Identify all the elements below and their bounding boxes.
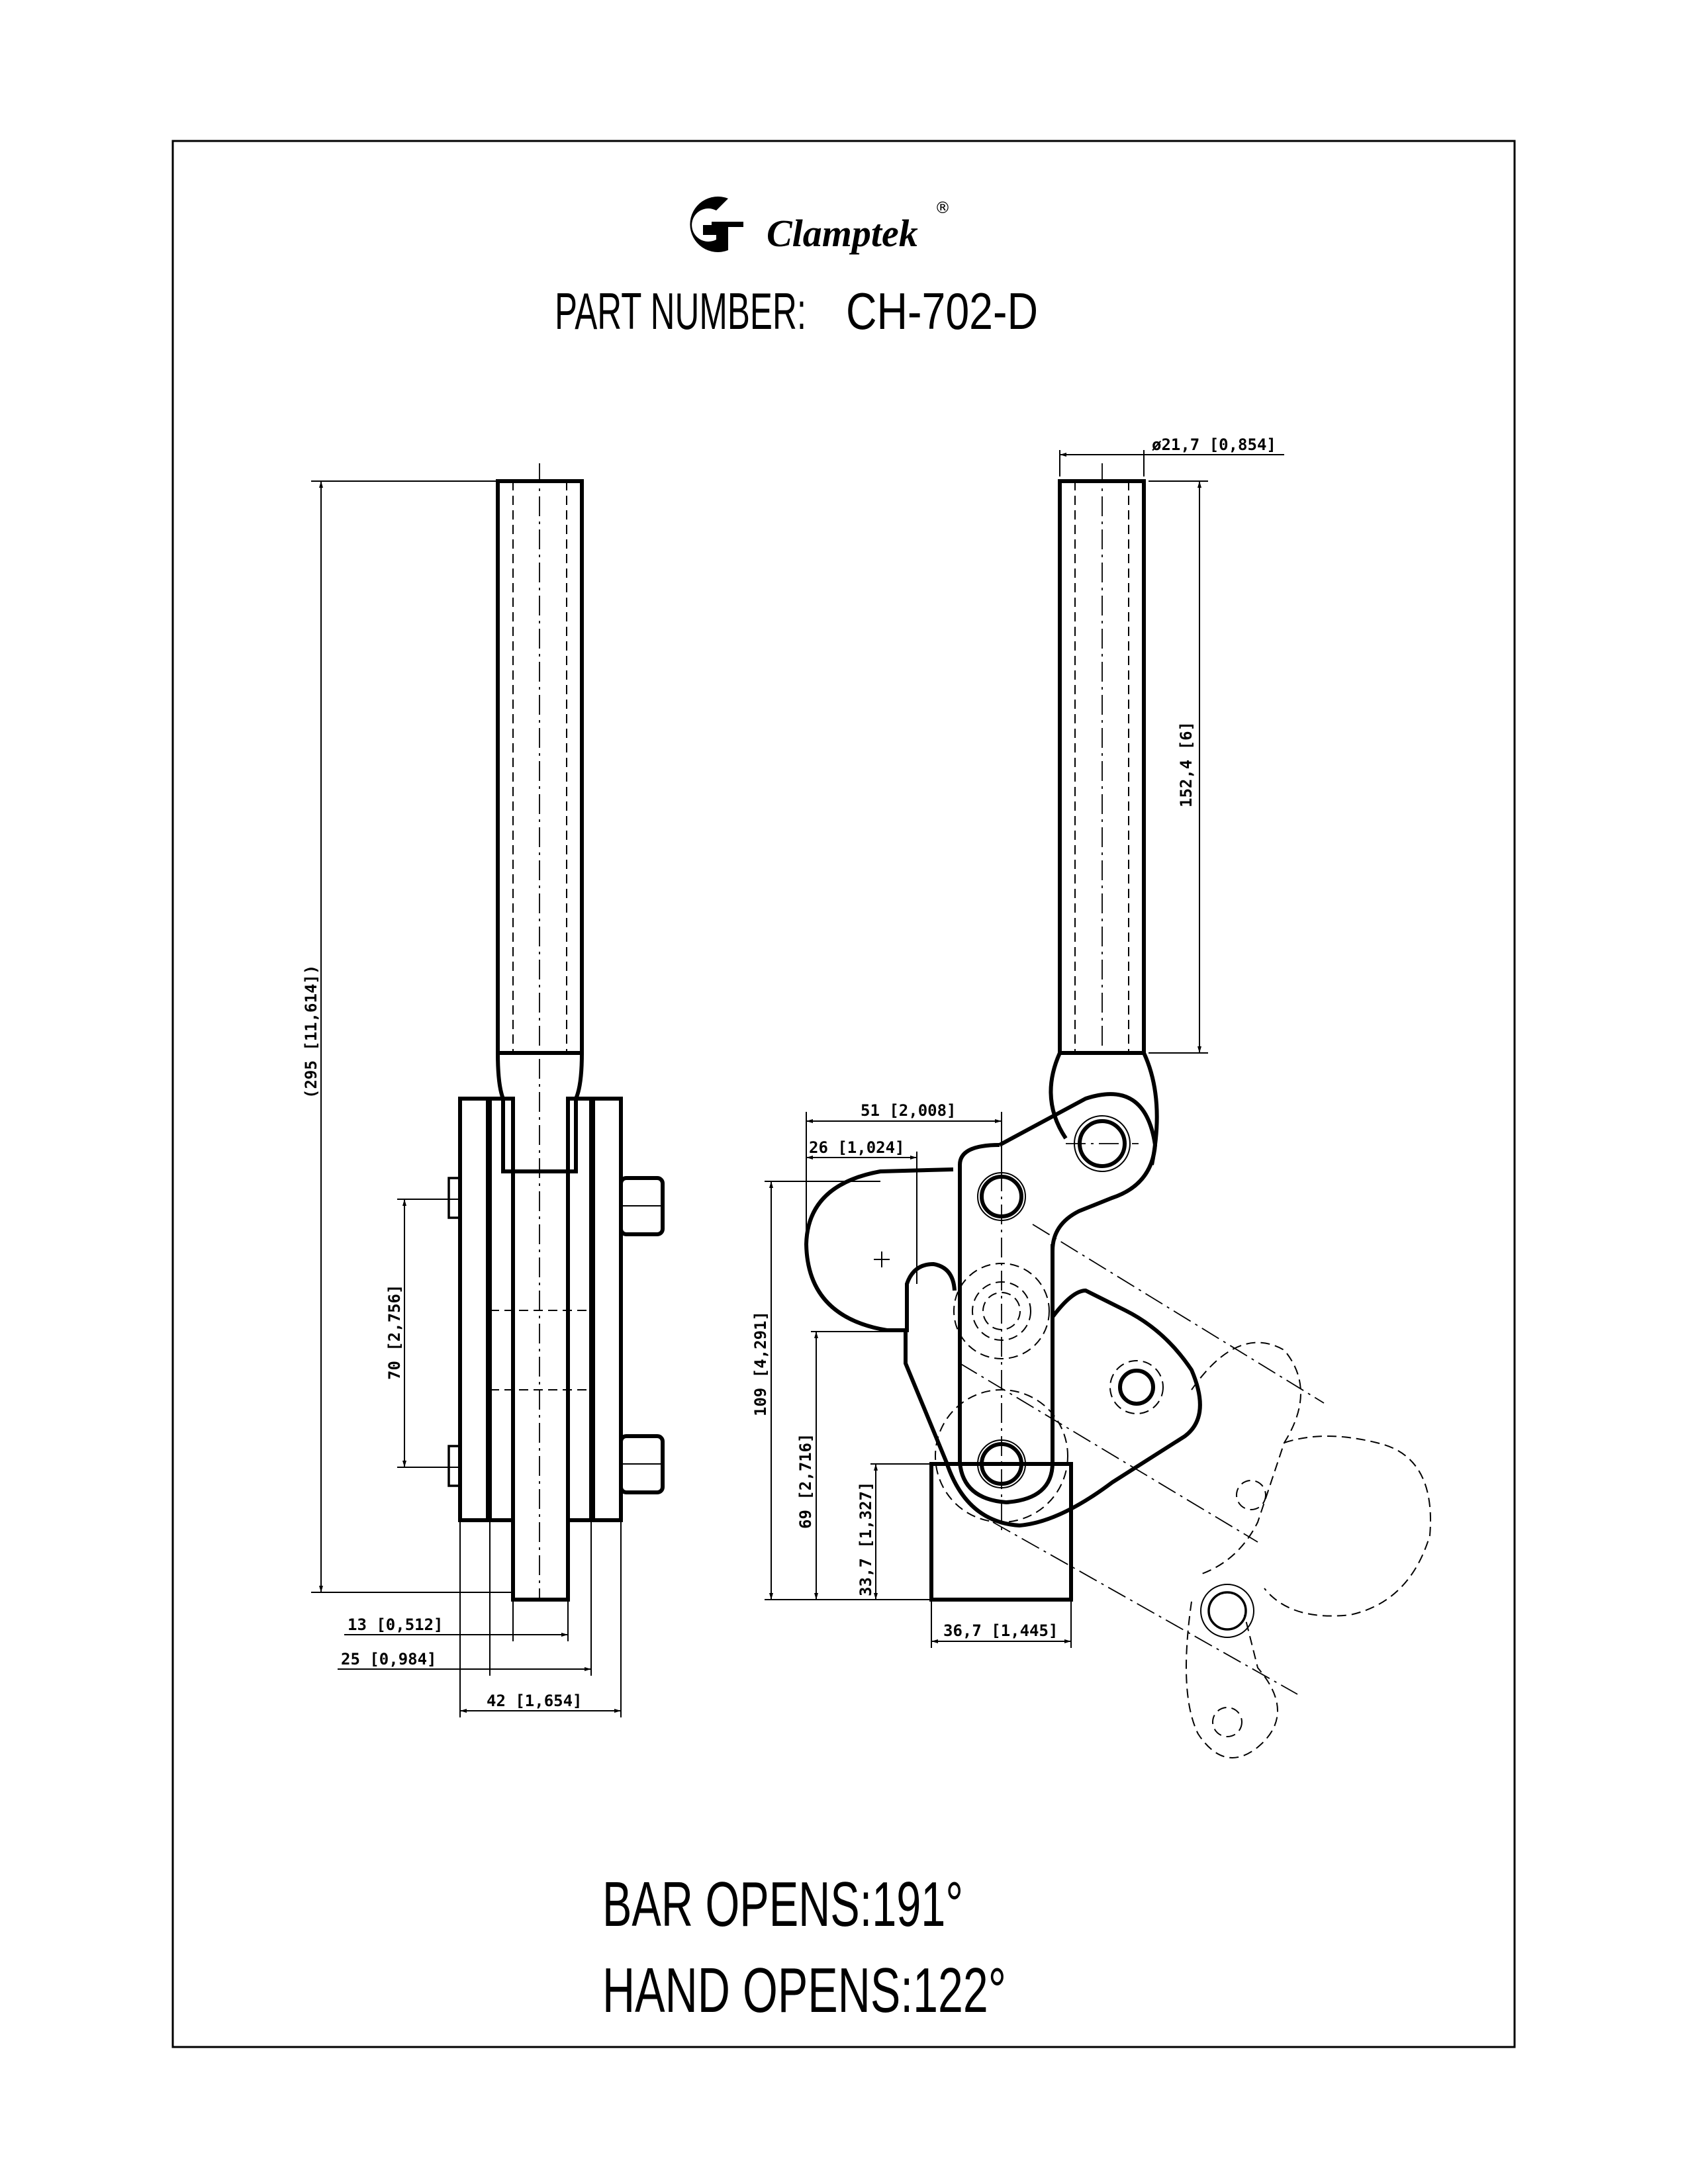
height-33-dim: 33,7 [1,327]	[857, 1482, 875, 1596]
height-109-dim: 109 [4,291]	[751, 1311, 770, 1416]
bar-opens-note: BAR OPENS:191°	[602, 1869, 963, 1940]
part-number-label: PART NUMBER:	[555, 282, 806, 340]
sheet-border	[171, 140, 1516, 2048]
width-13-dim: 13 [0,512]	[348, 1615, 444, 1634]
clamp-arm	[804, 1167, 957, 1332]
reach-26-dim: 26 [1,024]	[809, 1138, 905, 1157]
handle-length-dim: 152,4 [6]	[1177, 721, 1196, 807]
side-dimensions: ø21,7 [0,854] 152,4 [6] 51 [2,008] 26 [1…	[751, 435, 1284, 1648]
reach-51-dim: 51 [2,008]	[861, 1101, 957, 1120]
front-view	[447, 463, 665, 1602]
handle-link	[998, 1092, 1158, 1310]
open-position-phantom	[959, 1224, 1431, 1758]
brand-name: Clamptek	[767, 212, 918, 255]
handle-diameter-dim: ø21,7 [0,854]	[1152, 435, 1276, 454]
height-69-dim: 69 [2,716]	[796, 1433, 815, 1529]
front-dimensions: (295 [11,614]) 70 [2,756] 13 [0,512] 25 …	[302, 480, 622, 1717]
clamptek-logo: Clamptek ®	[690, 197, 951, 255]
overall-height-dim: (295 [11,614])	[302, 965, 320, 1099]
side-plate-left	[458, 1097, 490, 1522]
width-25-dim: 25 [0,984]	[341, 1650, 437, 1668]
part-number-value: CH-702-D	[846, 282, 1038, 340]
registered-mark: ®	[935, 199, 951, 217]
side-plate-right	[591, 1097, 623, 1522]
width-42-dim: 42 [1,654]	[487, 1692, 583, 1710]
bolt-spacing-dim: 70 [2,756]	[385, 1285, 404, 1381]
side-view	[804, 463, 1431, 1758]
hand-opens-note: HAND OPENS:122°	[602, 1955, 1006, 2026]
center-arm	[511, 1169, 570, 1602]
base-width-dim: 36,7 [1,445]	[943, 1621, 1058, 1640]
